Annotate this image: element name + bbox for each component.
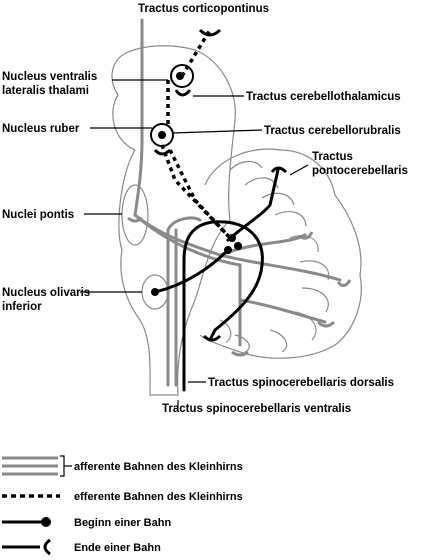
label-tractus-pontocerebellaris-2: pontocerebellaris (312, 165, 408, 177)
legend: afferente Bahnen des Kleinhirns efferent… (2, 455, 243, 556)
label-tractus-corticopontinus: Tractus corticopontinus (138, 3, 269, 15)
label-tractus-cerebellothalamicus: Tractus cerebellothalamicus (246, 91, 401, 103)
start-markers (151, 72, 242, 296)
legend-end-text: Ende einer Bahn (74, 542, 161, 554)
label-tractus-cerebellorubralis: Tractus cerebellorubralis (264, 125, 401, 137)
label-nucleus-ventralis-2: lateralis thalami (2, 85, 89, 97)
label-tractus-spinocerebellaris-dorsalis: Tractus spinocerebellaris dorsalis (208, 377, 394, 389)
end-markers-gray (127, 216, 352, 357)
legend-end-symbol (2, 538, 51, 556)
end-markers (153, 28, 288, 342)
afferent-fibers (133, 18, 342, 387)
label-tractus-spinocerebellaris-ventralis: Tractus spinocerebellaris ventralis (162, 403, 351, 415)
cerebellum-folia (219, 160, 330, 353)
label-nucleus-olivaris-2: inferior (2, 301, 42, 313)
label-nuclei-pontis: Nuclei pontis (2, 209, 74, 221)
legend-start-text: Beginn einer Bahn (74, 517, 171, 529)
brainstem-outline (111, 45, 236, 396)
efferent-fibers (160, 29, 234, 242)
label-nucleus-ventralis-1: Nucleus ventralis (2, 71, 97, 83)
nuclei-pontis-region (121, 184, 149, 246)
legend-start-symbol (2, 517, 51, 527)
label-nucleus-olivaris-1: Nucleus olivaris (2, 287, 90, 299)
label-nucleus-ruber: Nucleus ruber (2, 123, 80, 135)
legend-efferent-text: efferente Bahnen des Kleinhirns (74, 491, 243, 503)
legend-afferent-text: afferente Bahnen des Kleinhirns (74, 461, 243, 473)
label-tractus-pontocerebellaris-1: Tractus (312, 151, 353, 163)
legend-afferent-symbol (2, 455, 72, 477)
leader-lines (80, 79, 309, 408)
